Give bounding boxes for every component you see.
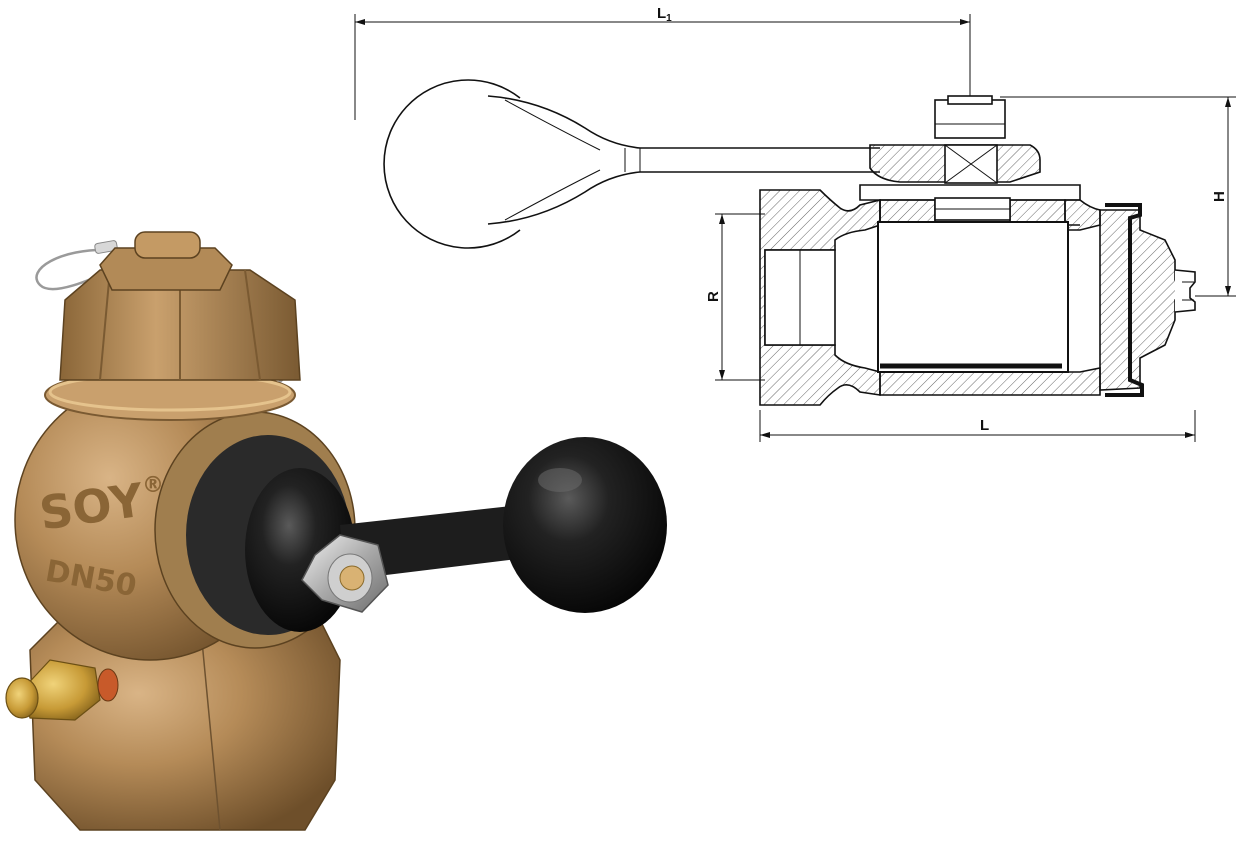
dimension-l-label: L — [980, 417, 989, 434]
dimension-r-label: R — [705, 291, 722, 302]
lever-arm — [340, 504, 548, 580]
valve-ball-section — [877, 221, 1069, 373]
end-cap — [1099, 209, 1189, 391]
dimension-r — [715, 213, 765, 381]
cast-registered-mark: ® — [142, 473, 164, 498]
dimension-h — [1000, 96, 1236, 297]
dimension-h-label: H — [1211, 191, 1228, 202]
technical-drawing: L1 H R L — [354, 5, 1236, 442]
grease-nipple — [5, 659, 119, 721]
dimension-l1-label: L1 — [657, 5, 672, 24]
top-nut — [934, 95, 1006, 184]
drawing-handle — [383, 79, 880, 249]
product-photo: SOY ® DN50 — [5, 231, 667, 831]
dimension-l1 — [354, 14, 971, 120]
dimension-l — [759, 410, 1196, 442]
lever-ball — [503, 437, 667, 613]
